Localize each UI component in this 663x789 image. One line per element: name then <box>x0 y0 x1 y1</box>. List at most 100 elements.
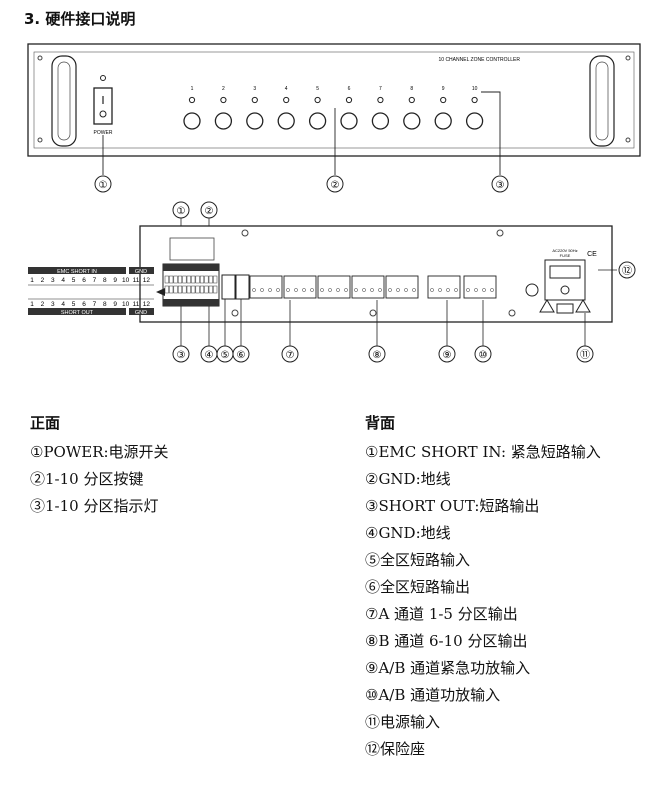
front-legend-item: ①POWER:电源开关 <box>30 443 169 461</box>
key-number-label: 6 <box>348 86 351 92</box>
zone-key-button[interactable] <box>246 112 264 130</box>
zone-key-button[interactable] <box>214 112 233 130</box>
zone-indicator-led <box>314 96 321 104</box>
key-number-label: 10 <box>472 86 478 92</box>
terminal-pin <box>208 275 213 284</box>
connector-pin <box>260 288 264 292</box>
rear-legend-item: ⑫保险座 <box>365 740 426 758</box>
front-callout-2: ② <box>331 180 340 191</box>
output-connector[interactable] <box>463 275 497 299</box>
rear-callout-label: ③ <box>177 350 186 361</box>
inset-terminal-number: 7 <box>93 277 97 284</box>
connector-pin <box>490 288 494 292</box>
rear-callout-circle <box>368 345 386 363</box>
connector-pin <box>370 288 374 292</box>
zone-indicator-led <box>377 96 384 104</box>
zone-key-button[interactable] <box>434 112 452 130</box>
inset-terminal-number: 11 <box>133 277 140 284</box>
zone-key-button[interactable] <box>465 112 484 130</box>
zone-indicator-led <box>408 96 415 104</box>
power-label: POWER <box>94 130 113 136</box>
output-connector[interactable] <box>427 275 461 299</box>
front-legend-item: ②1-10 分区按键 <box>30 470 144 488</box>
connector-pin <box>474 288 478 292</box>
inset-terminal-number: 9 <box>113 301 117 308</box>
zone-short-in-connector[interactable] <box>221 274 236 300</box>
front-legend: 正面 ①POWER:电源开关 ②1-10 分区按键 ③1-10 分区指示灯 <box>30 412 169 520</box>
rear-callout-label: ⑩ <box>479 350 488 361</box>
zone-key-button[interactable] <box>371 112 390 130</box>
zone-short-out-connector[interactable] <box>235 274 250 300</box>
zone-key-button[interactable] <box>340 112 358 130</box>
key-number-label: 4 <box>285 86 288 92</box>
zone-key-button[interactable] <box>183 112 201 130</box>
inset-terminal-number: 12 <box>143 277 151 284</box>
output-connector[interactable] <box>283 275 317 299</box>
rear-callout-12: ⑫ <box>622 265 632 277</box>
connector-pin <box>328 288 332 292</box>
power-input-socket[interactable] <box>544 259 586 301</box>
inset-terminal-number: 1 <box>30 277 34 284</box>
connector-pin <box>454 288 458 292</box>
power-switch[interactable] <box>93 87 113 125</box>
rear-callout-circle <box>172 345 190 363</box>
inset-terminal-number: 2 <box>41 277 45 284</box>
connector-pin <box>320 288 324 292</box>
output-connector[interactable] <box>249 275 283 299</box>
key-number-label: 3 <box>253 86 256 92</box>
inset-terminal-number: 7 <box>93 301 97 308</box>
terminal-pin <box>182 275 187 284</box>
connector-pin <box>446 288 450 292</box>
key-number-label: 8 <box>410 86 413 92</box>
output-connector[interactable] <box>351 275 385 299</box>
rear-callout-circle <box>576 345 594 363</box>
terminal-pin <box>208 285 213 294</box>
rear-callout-label: ⑥ <box>237 350 246 361</box>
connector-pin <box>268 288 272 292</box>
rear-legend-item: ⑪电源输入 <box>365 713 441 731</box>
connector-pin <box>310 288 314 292</box>
rear-legend-item: ①EMC SHORT IN: 紧急短路输入 <box>365 443 601 461</box>
connector-pin <box>362 288 366 292</box>
terminal-pin <box>182 285 187 294</box>
zone-indicator-led <box>283 96 290 104</box>
key-number-label: 9 <box>442 86 445 92</box>
inset-terminal-number: 6 <box>82 301 86 308</box>
terminal-pin <box>173 285 178 294</box>
inset-terminal-number: 2 <box>41 301 45 308</box>
connector-pin <box>354 288 358 292</box>
section-heading: 3. 硬件接口说明 <box>24 10 136 28</box>
zone-key-button[interactable] <box>277 112 295 130</box>
terminal-pin <box>177 275 183 284</box>
terminal-pin <box>164 275 169 284</box>
terminal-pin <box>177 285 183 294</box>
output-connector[interactable] <box>317 275 351 299</box>
terminal-pin <box>199 285 205 294</box>
rear-callout-circle <box>232 345 250 363</box>
rear-callout-circle <box>438 345 456 363</box>
connector-pin <box>378 288 382 292</box>
rear-legend-item: ⑤全区短路输入 <box>365 551 471 569</box>
ce-label: CE <box>587 251 597 258</box>
terminal-pin <box>213 285 218 294</box>
inset-terminal-number: 11 <box>133 301 140 308</box>
front-callout-3: ③ <box>496 180 505 191</box>
rear-callout-circle <box>281 345 299 363</box>
terminal-pin <box>191 285 196 294</box>
terminal-pin <box>186 275 191 284</box>
front-legend-item: ③1-10 分区指示灯 <box>30 497 159 515</box>
key-number-label: 5 <box>316 86 319 92</box>
zone-key-button[interactable] <box>308 112 327 130</box>
terminal-pin <box>169 285 174 294</box>
connector-pin <box>404 288 408 292</box>
zone-indicator-led <box>440 96 447 104</box>
front-legend-title: 正面 <box>30 414 61 432</box>
inset-terminal-number: 5 <box>72 277 76 284</box>
zone-key-button[interactable] <box>403 112 421 130</box>
zone-indicator-led <box>251 96 258 104</box>
output-connector[interactable] <box>385 275 419 299</box>
connector-pin <box>388 288 392 292</box>
rear-callout-2: ② <box>205 206 214 217</box>
